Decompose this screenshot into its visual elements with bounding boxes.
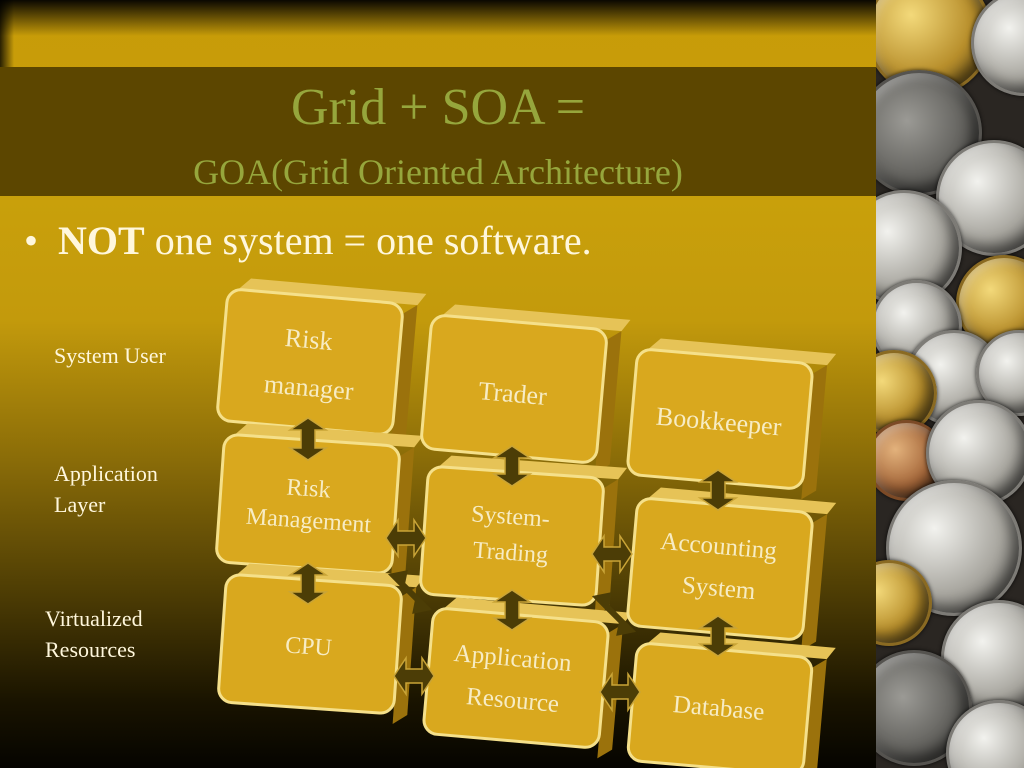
box-col1_top (216, 277, 427, 448)
coin-image (971, 0, 1024, 96)
coins-photo (876, 0, 1024, 768)
box-face (217, 289, 404, 436)
architecture-diagram: RiskmanagerRiskManagementCPUTraderSystem… (0, 0, 876, 768)
box-label: Trader (477, 376, 548, 411)
box-face (423, 608, 609, 749)
box-label: Risk (286, 475, 332, 504)
box-label: Trading (472, 537, 549, 568)
box-face (420, 466, 605, 606)
box-label: Risk (284, 323, 334, 356)
box-label: System- (470, 501, 550, 532)
box-label: CPU (284, 632, 332, 661)
